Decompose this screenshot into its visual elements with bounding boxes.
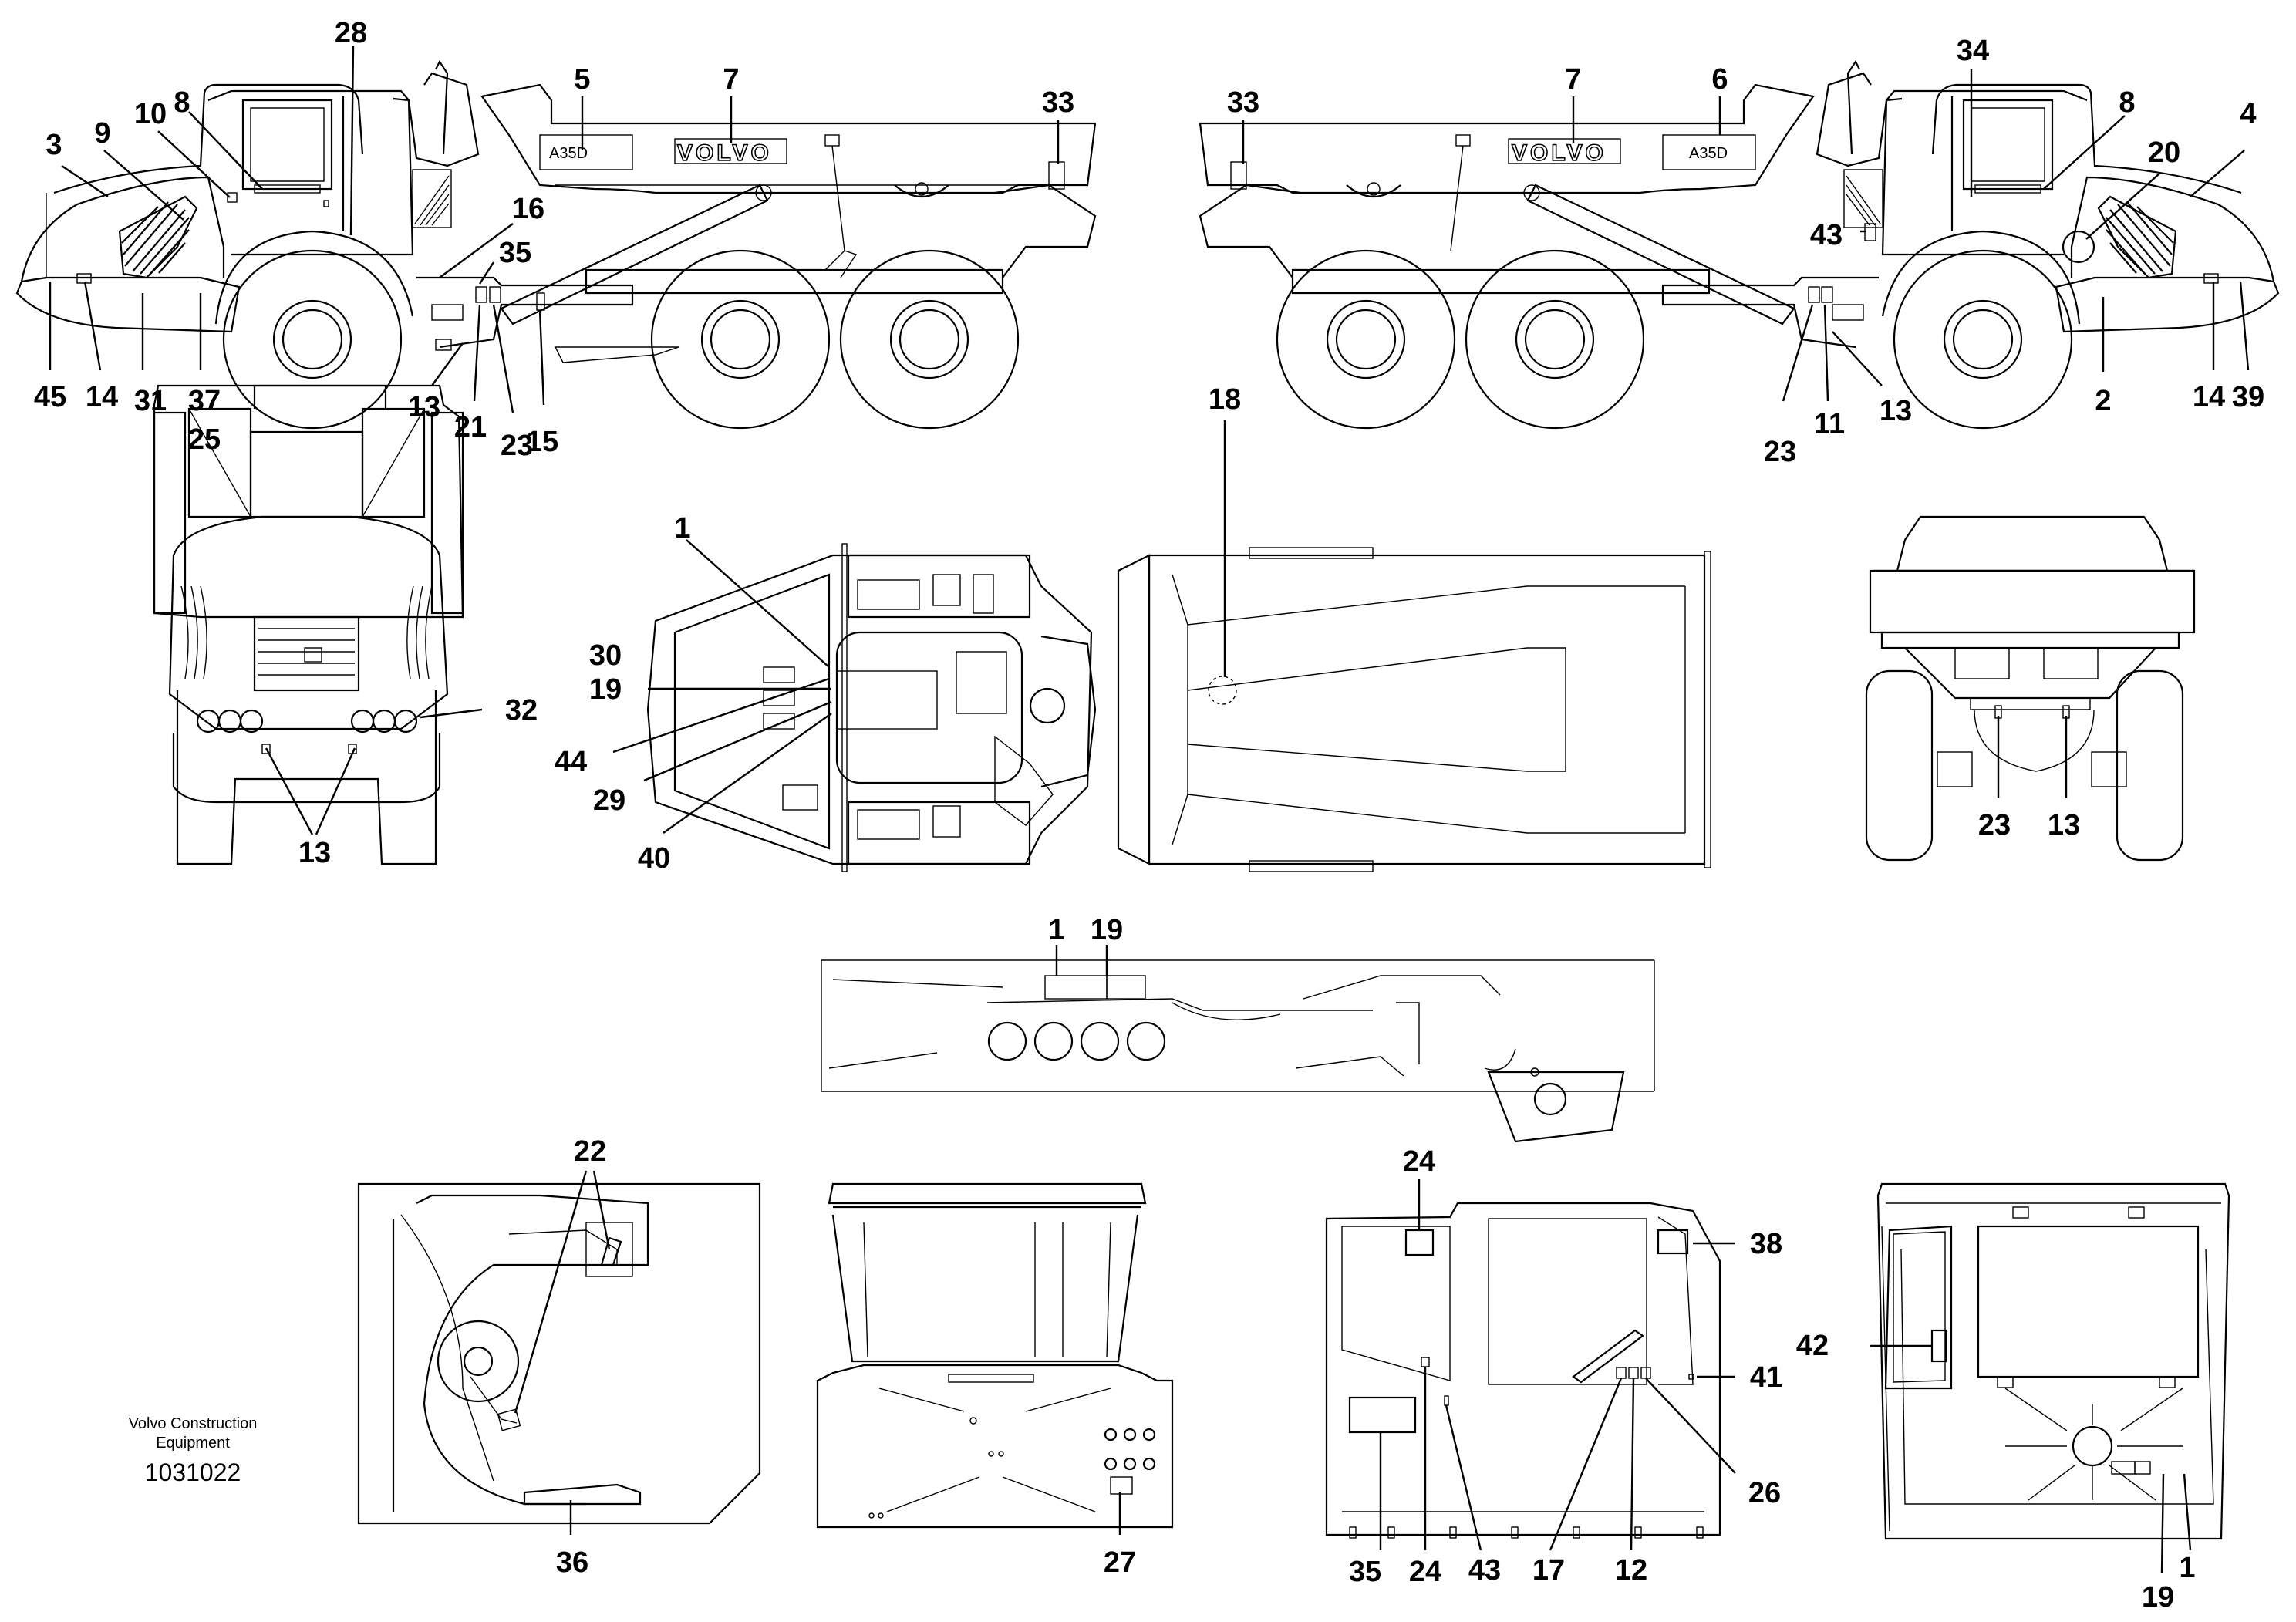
callout: 33 <box>1227 86 1259 119</box>
callout: 2 <box>2095 385 2111 417</box>
cab-front-view <box>816 1182 1174 1529</box>
callout: 14 <box>86 381 118 413</box>
callout: 37 <box>188 385 221 417</box>
callout: 13 <box>2048 809 2080 841</box>
volvo-logo-left: VOLVO <box>677 140 772 166</box>
callout: 44 <box>555 746 587 778</box>
callouts-cab-rear: 42 19 1 <box>1796 1330 2196 1614</box>
callout: 23 <box>501 430 533 462</box>
leader-lines-front-view <box>265 708 483 835</box>
callout: 16 <box>512 193 544 225</box>
callout: 35 <box>1349 1556 1381 1588</box>
hauler-top-view <box>646 543 1711 872</box>
callout: 13 <box>298 837 331 869</box>
callout: 39 <box>2232 381 2264 413</box>
hauler-rear-view <box>1865 515 2196 862</box>
hauler-left-side-view: A35D VOLVO <box>15 59 1097 430</box>
callouts-left-view: 3 9 10 8 28 16 35 45 14 31 37 25 13 21 2… <box>34 17 1074 462</box>
caption-figure-number: 1031022 <box>145 1458 241 1486</box>
leader-lines-left-view <box>49 46 1060 413</box>
callout: 41 <box>1750 1361 1782 1394</box>
callout: 4 <box>2240 98 2256 130</box>
callout: 24 <box>1409 1556 1441 1588</box>
leader-lines-cab-rear <box>1870 1344 2192 1574</box>
callout: 19 <box>2142 1581 2174 1614</box>
leader-lines-cab-side <box>1379 1179 1736 1551</box>
callout: 10 <box>134 98 167 130</box>
hood-grille <box>2097 195 2177 279</box>
leader-lines-right-view <box>1242 69 2250 402</box>
callout: 19 <box>589 673 622 706</box>
model-badge-right: A35D <box>1689 145 1728 162</box>
leader-lines-top-view <box>612 420 1226 834</box>
callout: 1 <box>674 512 690 545</box>
leader-lines-rear-view <box>1997 716 2068 798</box>
callout: 19 <box>1091 914 1123 946</box>
callout: 5 <box>574 63 590 96</box>
callout: 8 <box>2119 86 2135 119</box>
callout: 23 <box>1764 436 1796 468</box>
callout: 7 <box>1565 63 1581 96</box>
callout: 43 <box>1468 1554 1501 1587</box>
callout: 17 <box>1532 1554 1565 1587</box>
callouts-cab-side: 24 38 41 26 35 24 43 17 12 <box>1349 1145 1782 1588</box>
callout: 27 <box>1104 1546 1136 1579</box>
callout: 45 <box>34 381 66 413</box>
callout: 40 <box>638 842 670 875</box>
leader-lines-cab-floor <box>514 1170 611 1535</box>
callout: 7 <box>723 63 739 96</box>
callout: 3 <box>46 129 62 161</box>
callout: 32 <box>505 694 538 727</box>
callout: 36 <box>556 1546 588 1579</box>
figure-caption: Volvo Construction Equipment 1031022 <box>129 1415 258 1486</box>
callout: 14 <box>2193 381 2225 413</box>
callout: 25 <box>188 423 221 456</box>
caption-company-line2: Equipment <box>156 1435 230 1452</box>
callout: 11 <box>1814 408 1845 440</box>
callout: 18 <box>1209 383 1241 416</box>
callouts-front-view: 13 32 <box>298 694 538 869</box>
callout: 29 <box>593 784 625 817</box>
callout: 43 <box>1810 219 1843 251</box>
callouts-right-view: 33 7 6 34 8 4 20 43 23 11 13 2 14 39 <box>1227 35 2264 468</box>
callout: 33 <box>1042 86 1074 119</box>
callout: 26 <box>1748 1477 1781 1509</box>
callouts-cab-front: 27 <box>1104 1546 1136 1579</box>
callouts-cab-floor: 22 36 <box>556 1135 606 1579</box>
hauler-right-side-view: A35D VOLVO <box>1199 59 2280 430</box>
callouts-top-view: 1 30 19 44 29 40 18 <box>555 383 1241 875</box>
callout: 12 <box>1615 1554 1647 1587</box>
callout: 20 <box>2148 137 2180 169</box>
hood-grille <box>118 195 198 279</box>
cab-floor-view <box>357 1182 761 1525</box>
callouts-frame-view: 1 19 <box>1048 914 1123 946</box>
volvo-logo-right: VOLVO <box>1512 140 1607 166</box>
callout: 1 <box>1048 914 1064 946</box>
callout: 30 <box>589 639 622 672</box>
callout: 34 <box>1957 35 1989 67</box>
callout: 6 <box>1711 63 1728 96</box>
callouts-rear-view: 23 13 <box>1978 809 2080 841</box>
leader-lines-frame-view <box>1055 945 1108 976</box>
callout: 24 <box>1403 1145 1435 1178</box>
callout: 9 <box>94 117 110 150</box>
callout: 1 <box>2179 1552 2195 1584</box>
frame-underside-view <box>821 959 1655 1143</box>
hauler-front-view <box>153 384 464 865</box>
callout: 42 <box>1796 1330 1829 1362</box>
cab-interior-side-view <box>1325 1202 1721 1539</box>
cab-rear-view <box>1876 1182 2230 1540</box>
callout: 23 <box>1978 809 2011 841</box>
callout: 28 <box>335 17 367 49</box>
callout: 8 <box>174 86 190 119</box>
model-badge-left: A35D <box>549 145 588 162</box>
callout: 22 <box>574 1135 606 1168</box>
callout: 35 <box>499 237 531 269</box>
callout: 38 <box>1750 1228 1782 1260</box>
callout: 15 <box>526 426 558 458</box>
caption-company-line1: Volvo Construction <box>129 1415 258 1432</box>
callout: 13 <box>1880 395 1912 427</box>
